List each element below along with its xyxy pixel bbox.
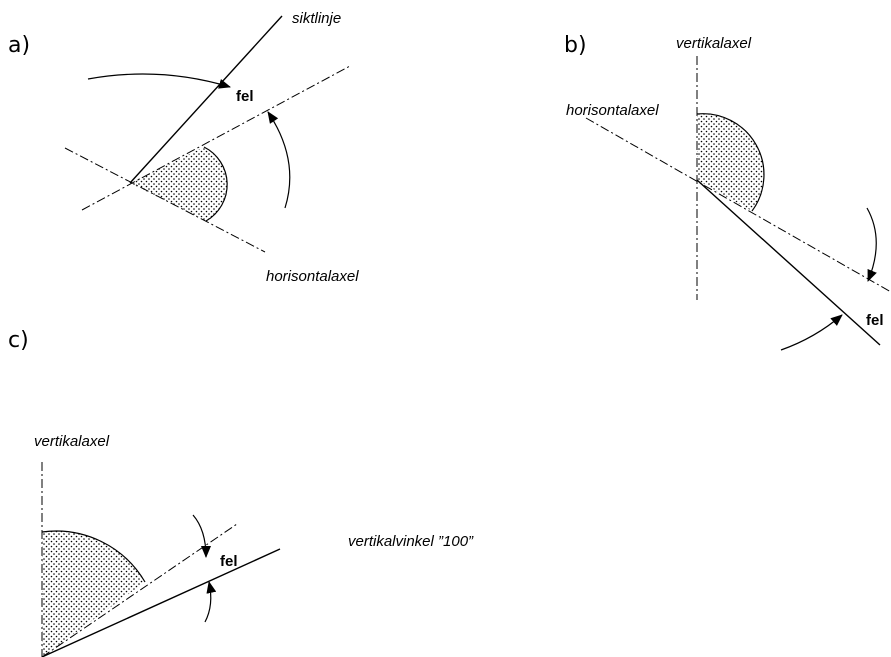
panel-a-error-arrow-lower — [267, 111, 291, 209]
panel-c: c) vertikalaxel fel vertikalvinkel ”100” — [8, 328, 474, 657]
panel-c-sector-arc — [41, 530, 146, 583]
panel-b-horizontal-axis — [585, 117, 891, 293]
panel-b-vertical-axis-label: vertikalaxel — [676, 35, 752, 52]
panel-c-vertical-angle-label: vertikalvinkel ”100” — [348, 533, 474, 550]
panel-a-horizontal-axis-label: horisontalaxel — [266, 268, 359, 285]
panel-b-letter: b) — [564, 33, 587, 58]
panel-a-sector-arc — [203, 146, 228, 222]
panel-c-letter: c) — [8, 328, 29, 353]
panel-c-sight-line — [41, 548, 281, 657]
panel-b-error-label: fel — [866, 312, 884, 329]
panel-a: a) siktlinje fel horisontalaxel — [8, 10, 359, 285]
panel-a-angle-sector — [130, 147, 228, 221]
panel-a-sight-line-label: siktlinje — [292, 10, 341, 27]
panel-c-angle-sector — [42, 531, 145, 657]
panel-b-error-arrow-lower — [780, 314, 843, 351]
panel-a-sight-line — [129, 15, 283, 184]
panel-b-error-arrow-upper — [866, 207, 877, 282]
panel-b-sector-arc — [696, 113, 765, 212]
panel-b-sight-line — [696, 179, 881, 346]
panel-b-horizontal-axis-label: horisontalaxel — [566, 102, 659, 119]
panel-a-error-label: fel — [236, 88, 254, 105]
panel-c-error-arrow-upper — [192, 514, 211, 558]
panel-a-letter: a) — [8, 33, 30, 58]
panel-a-horizontal-axis — [64, 147, 266, 253]
panel-a-error-arrow-upper — [87, 73, 231, 89]
panel-c-vertical-axis-label: vertikalaxel — [34, 433, 110, 450]
panel-b-angle-sector — [697, 113, 764, 211]
panel-c-error-label: fel — [220, 553, 238, 570]
panel-c-error-arrow-lower — [204, 581, 217, 623]
panel-c-true-axis — [41, 523, 238, 657]
panel-b: b) vertikalaxel horisontalaxel fel — [564, 33, 891, 351]
